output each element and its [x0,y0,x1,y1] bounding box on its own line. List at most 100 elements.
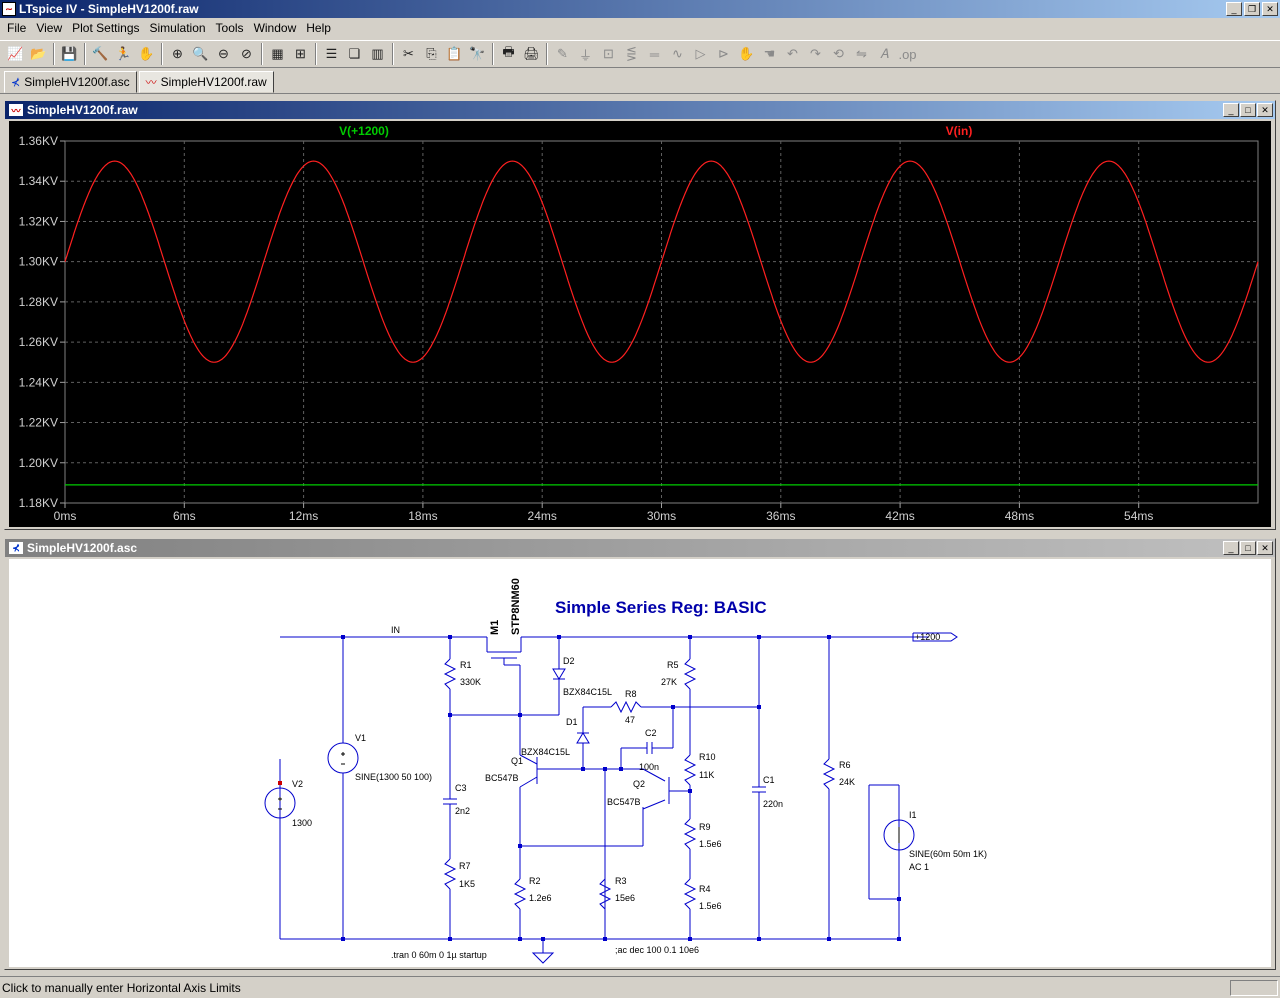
cascade-icon[interactable]: ❏ [348,46,361,61]
zoom-in-icon[interactable]: ⊕ [172,46,183,61]
r7-label: R7 [459,861,471,871]
y-tick-label: 1.28KV [19,295,58,309]
x-tick-label: 36ms [766,509,795,523]
y-tick-label: 1.36KV [19,134,58,148]
inductor-icon[interactable]: ∿ [672,46,683,61]
document-tabs: ⊀ SimpleHV1200f.asc 〰 SimpleHV1200f.raw [0,70,1280,94]
label-net-icon[interactable]: ⊡ [603,46,614,61]
maximize-button[interactable]: □ [1240,103,1256,117]
zoom-cancel-icon[interactable]: ⊘ [241,46,252,61]
new-schematic-icon[interactable]: 📈 [7,46,24,61]
undo-icon[interactable]: ↶ [787,46,798,61]
open-icon[interactable]: 📂 [30,46,47,61]
y-tick-label: 1.18KV [19,496,58,510]
paste-icon[interactable]: 📋 [446,46,463,61]
close-button[interactable]: ✕ [1257,541,1273,555]
menu-view[interactable]: View [36,21,63,35]
schematic-canvas[interactable]: IN +1200 Simple Series Reg: BASIC M1 STP… [9,559,1271,967]
mirror-icon[interactable]: ⇋ [856,46,867,61]
text-icon[interactable]: 𝐴 [880,46,889,61]
x-tick-label: 12ms [289,509,318,523]
resistor-icon[interactable]: ⋚ [626,46,637,61]
waveform-window-titlebar[interactable]: 〰 SimpleHV1200f.raw _ □ ✕ [5,101,1275,119]
toolbar: 📈 📂 💾 🔨 🏃 ✋ ⊕ 🔍 ⊖ ⊘ ▦ ⊞ ☰ ❏ ▥ ✂ ⎘ 📋 🔭 🖶 … [0,40,1280,68]
minimize-button[interactable]: _ [1223,541,1239,555]
menu-file[interactable]: File [7,21,27,35]
y-tick-label: 1.30KV [19,255,58,269]
waveform-icon: 〰 [145,77,157,89]
close-button[interactable]: ✕ [1262,2,1278,16]
r8-label: R8 [625,689,637,699]
i1-value: SINE(60m 50m 1K) [909,849,987,859]
menu-tools[interactable]: Tools [215,21,244,35]
copy-icon[interactable]: ⎘ [426,46,437,61]
d2-label: D2 [563,656,575,666]
m1-model: STP8NM60 [510,578,522,635]
print-setup-icon[interactable]: 🖶 [502,44,515,59]
schematic-window-titlebar[interactable]: ⊀ SimpleHV1200f.asc _ □ ✕ [5,539,1275,557]
r1-label: R1 [460,660,472,670]
ltspice-app-icon[interactable]: ∼ [2,2,16,16]
restore-button[interactable]: ❐ [1244,2,1260,16]
print-icon[interactable]: 🖨 [523,46,540,61]
tile-vertical-icon[interactable]: ▥ [371,46,384,61]
r7-value: 1K5 [459,879,475,889]
tab-label: SimpleHV1200f.asc [24,75,130,89]
move-icon[interactable]: ✋ [738,46,755,61]
save-icon[interactable]: 💾 [61,46,78,61]
halt-icon[interactable]: ✋ [138,46,155,61]
r1-value: 330K [460,677,481,687]
tab-waveform[interactable]: 〰 SimpleHV1200f.raw [138,71,274,93]
tab-schematic[interactable]: ⊀ SimpleHV1200f.asc [4,71,137,93]
i1-label: I1 [909,810,917,820]
c2-label: C2 [645,728,657,738]
schematic-drawing[interactable]: IN +1200 Simple Series Reg: BASIC M1 STP… [9,559,1271,967]
drag-icon[interactable]: ☚ [763,46,776,61]
diode-icon[interactable]: ▷ [695,46,706,61]
r2-label: R2 [529,876,541,886]
net-label-in: IN [391,625,400,635]
ground-icon[interactable]: ⏚ [578,47,592,63]
run-icon[interactable]: 🏃 [115,46,132,61]
ac-directive[interactable]: ;ac dec 100 0.1 10e6 [615,945,699,955]
tile-horizontal-icon[interactable]: ☰ [325,46,338,61]
r3-label: R3 [615,876,627,886]
r6-value: 24K [839,777,855,787]
schematic-title: Simple Series Reg: BASIC [555,598,767,617]
close-button[interactable]: ✕ [1257,103,1273,117]
tab-label: SimpleHV1200f.raw [160,75,267,89]
r9-label: R9 [699,822,711,832]
autoscale-icon[interactable]: ▦ [271,46,284,61]
fit-icon[interactable]: ⊞ [295,46,306,61]
i1-ac: AC 1 [909,862,929,872]
menu-window[interactable]: Window [253,21,297,35]
find-icon[interactable]: 🔭 [469,46,486,61]
minimize-button[interactable]: _ [1226,2,1242,16]
y-tick-label: 1.22KV [19,416,58,430]
v1-value: SINE(1300 50 100) [355,772,432,782]
control-panel-icon[interactable]: 🔨 [92,46,109,61]
spice-directive-icon[interactable]: .op [898,46,917,62]
capacitor-icon[interactable]: ═ [649,46,660,62]
cut-icon[interactable]: ✂ [403,46,414,61]
zoom-out-icon[interactable]: 🔍 [192,46,209,61]
waveform-chart[interactable]: 1.36KV1.34KV1.32KV1.30KV1.28KV1.26KV1.24… [9,121,1271,527]
zoom-fit-icon[interactable]: ⊖ [218,46,229,61]
minimize-button[interactable]: _ [1223,103,1239,117]
net-label-out: +1200 [915,632,940,642]
y-tick-label: 1.26KV [19,335,58,349]
app-title: LTspice IV - SimpleHV1200f.raw [19,2,199,16]
tran-directive[interactable]: .tran 0 60m 0 1µ startup [391,950,487,960]
redo-icon[interactable]: ↷ [810,46,821,61]
menu-help[interactable]: Help [306,21,331,35]
maximize-button[interactable]: □ [1240,541,1256,555]
schematic-icon: ⊀ [9,542,23,554]
rotate-icon[interactable]: ⟲ [833,46,844,61]
component-icon[interactable]: ⊳ [718,46,729,61]
draw-wire-icon[interactable]: ✎ [557,46,568,61]
menu-simulation[interactable]: Simulation [149,21,206,35]
r9-value: 1.5e6 [699,839,722,849]
menu-plot-settings[interactable]: Plot Settings [72,21,140,35]
waveform-window-title: SimpleHV1200f.raw [27,103,138,117]
